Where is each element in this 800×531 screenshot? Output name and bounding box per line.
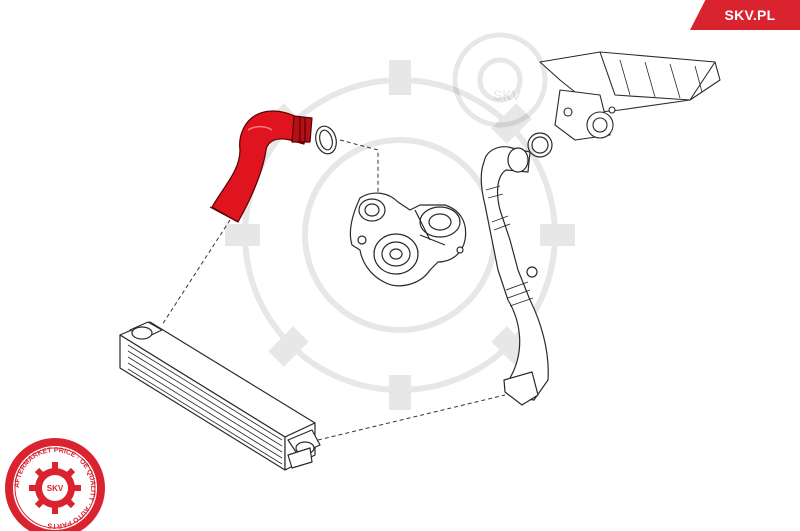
intake-manifold — [539, 51, 721, 141]
turbocharger — [349, 192, 467, 287]
skv-quality-badge: AFTERMARKET PRICE · OE QUALITY · AUTO PA… — [5, 438, 105, 531]
skv-brand-tab[interactable]: SKV.PL — [690, 0, 800, 30]
intercooler — [119, 321, 321, 471]
watermark-gear-small — [452, 32, 548, 128]
watermark-text: SKV — [493, 87, 522, 103]
charge-air-hose-highlighted — [209, 110, 313, 223]
sealing-ring-right — [527, 132, 553, 158]
site-label: SKV.PL — [724, 7, 776, 23]
gear-icon — [29, 462, 81, 514]
badge-center-text: SKV — [47, 484, 64, 493]
sealing-ring-left — [315, 125, 337, 155]
intake-pipe-right — [480, 146, 549, 406]
